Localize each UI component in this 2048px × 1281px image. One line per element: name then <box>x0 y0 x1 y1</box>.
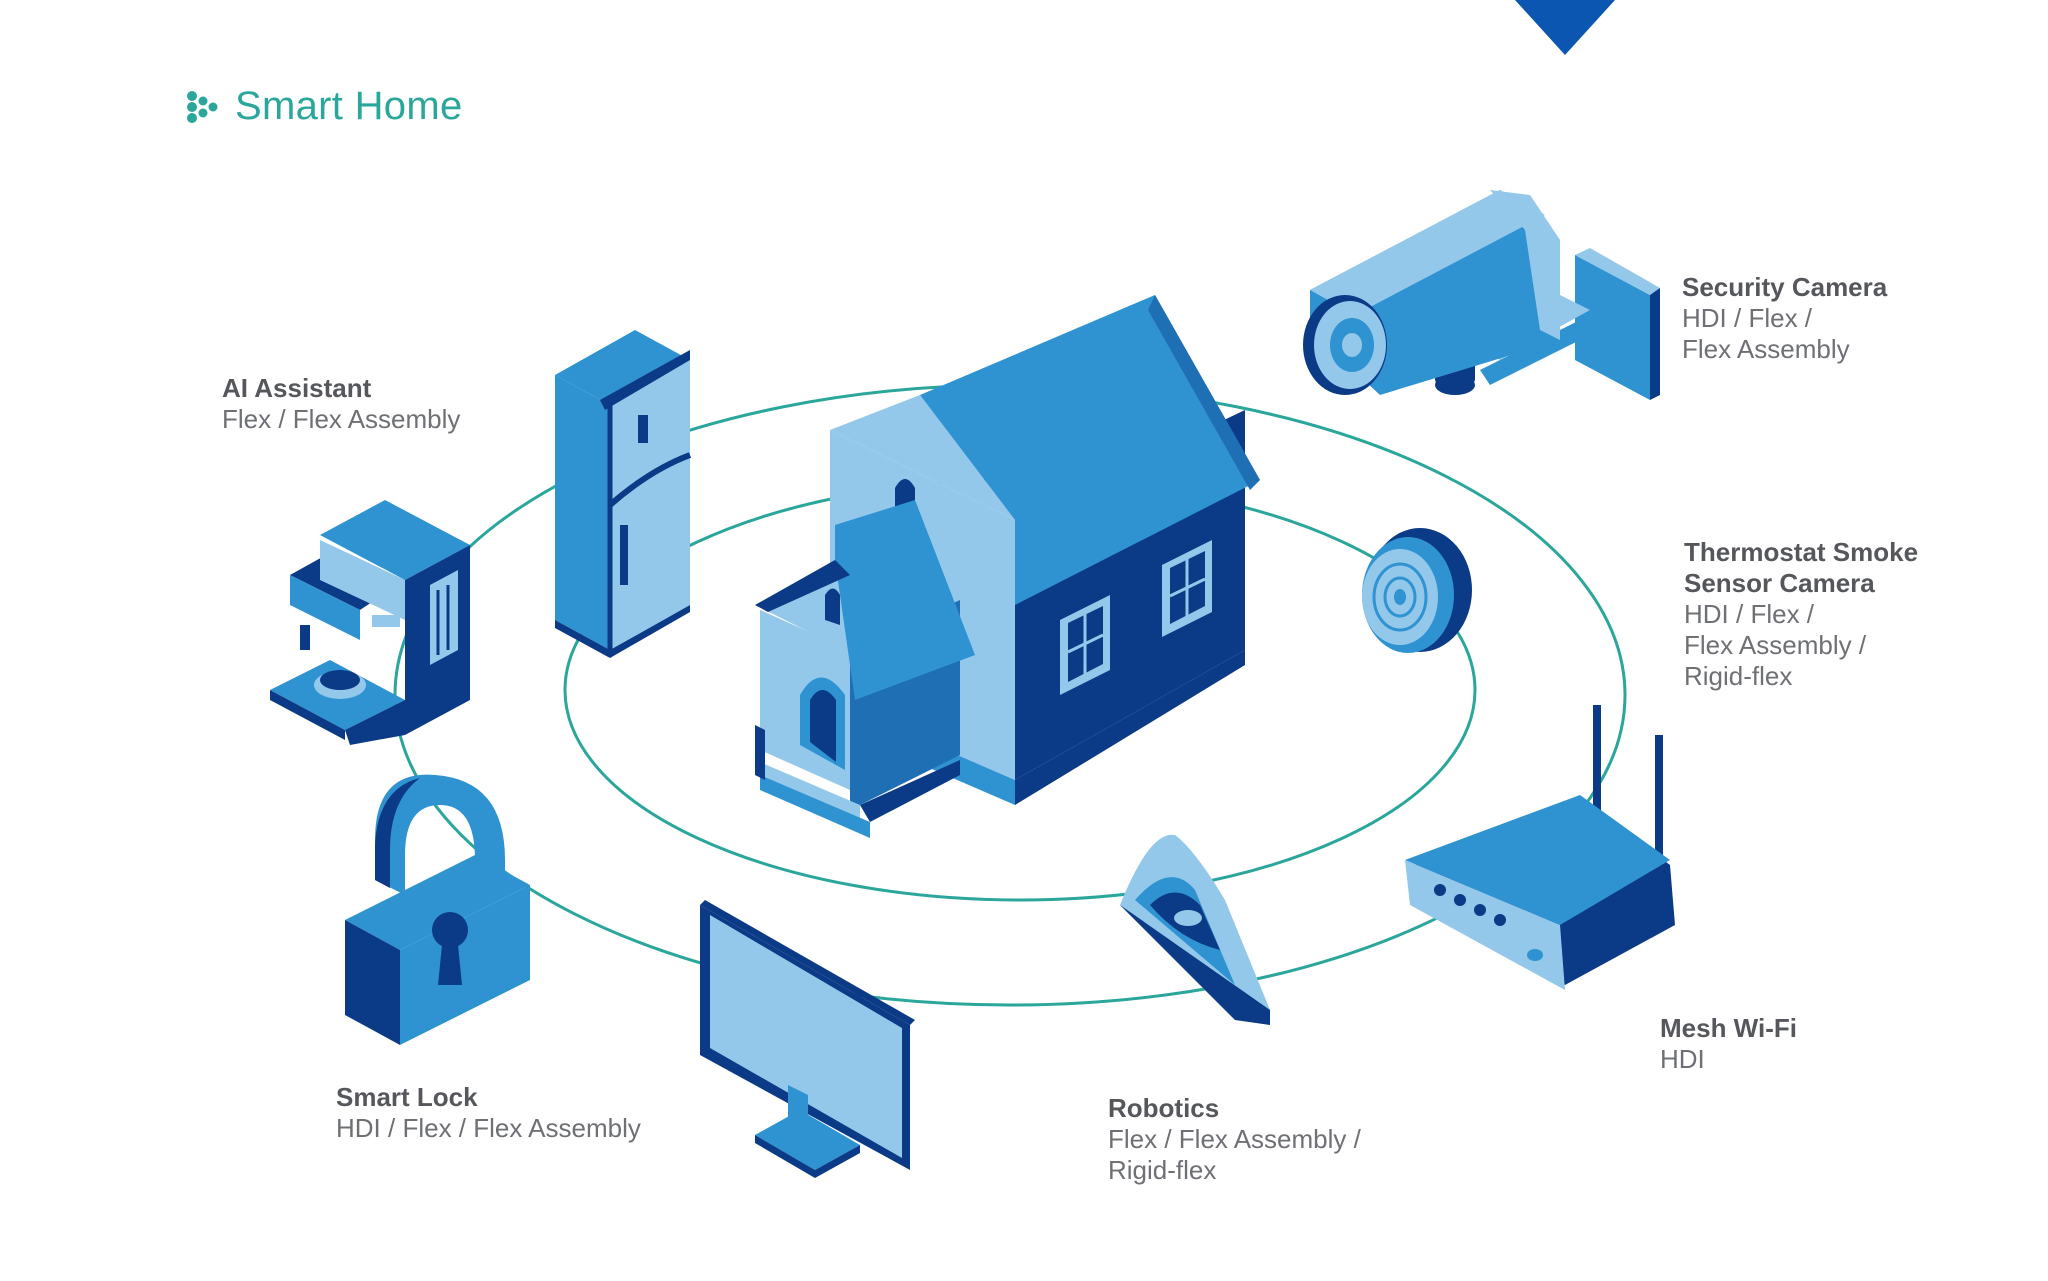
device-tech: Flex / Flex Assembly / Rigid-flex <box>1108 1124 1361 1185</box>
label-thermostat: Thermostat Smoke Sensor Camera HDI / Fle… <box>1684 537 1918 692</box>
smoke-sensor-icon <box>1362 528 1472 653</box>
label-smart-lock: Smart Lock HDI / Flex / Flex Assembly <box>336 1082 641 1144</box>
device-tech: Flex / Flex Assembly <box>222 404 461 434</box>
refrigerator-icon <box>555 330 692 658</box>
device-name: Mesh Wi-Fi <box>1660 1013 1797 1043</box>
label-security-camera: Security Camera HDI / Flex / Flex Assemb… <box>1682 272 1887 365</box>
security-camera-icon <box>1303 190 1660 400</box>
device-tech: HDI <box>1660 1044 1705 1074</box>
device-name: Robotics <box>1108 1093 1220 1123</box>
router-icon <box>1405 705 1675 990</box>
iron-icon <box>1120 834 1270 1025</box>
label-ai-assistant: AI Assistant Flex / Flex Assembly <box>222 373 460 435</box>
monitor-icon <box>700 900 915 1178</box>
padlock-icon <box>345 774 530 1045</box>
label-robotics: Robotics Flex / Flex Assembly / Rigid-fl… <box>1108 1093 1361 1186</box>
page-title: Smart Home <box>185 84 463 129</box>
device-name: Smart Lock <box>336 1082 478 1112</box>
device-tech: HDI / Flex / Flex Assembly <box>1682 303 1850 364</box>
device-name: Thermostat Smoke Sensor Camera <box>1684 537 1919 598</box>
house-icon <box>755 295 1260 838</box>
title-text: Smart Home <box>235 84 463 128</box>
device-name: AI Assistant <box>222 373 372 403</box>
dots-logo-icon <box>187 90 218 123</box>
label-mesh-wifi: Mesh Wi-Fi HDI <box>1660 1013 1797 1075</box>
corner-triangle-icon <box>1515 0 1615 55</box>
device-tech: HDI / Flex / Flex Assembly <box>336 1113 641 1143</box>
coffee-machine-icon <box>270 500 470 745</box>
device-tech: HDI / Flex / Flex Assembly / Rigid-flex <box>1684 599 1867 691</box>
device-name: Security Camera <box>1682 272 1888 302</box>
